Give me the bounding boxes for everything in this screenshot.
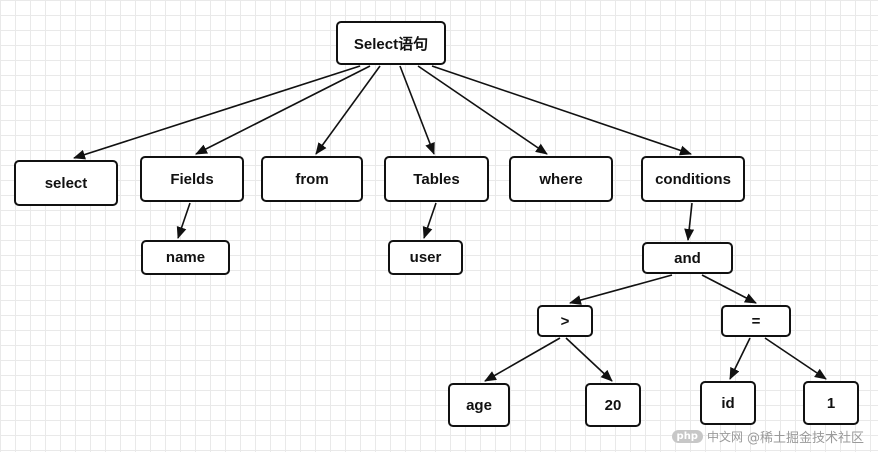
edge-root-fields <box>195 65 371 155</box>
watermark-primary: 中文网 <box>706 430 743 444</box>
edge-root-conditions <box>431 65 692 156</box>
edge-gt-age <box>484 337 561 382</box>
node-20: 20 <box>585 383 641 427</box>
node-root: Select语句 <box>336 21 446 65</box>
edge-and-gt <box>569 274 673 305</box>
node-select: select <box>14 160 118 206</box>
watermark-badge: php <box>671 430 703 443</box>
node-id: id <box>700 381 756 425</box>
node-where: where <box>509 156 613 202</box>
edge-fields-name <box>176 202 191 239</box>
edge-eq-1 <box>764 337 827 380</box>
node-age: age <box>448 383 510 427</box>
node-eq: = <box>721 305 791 337</box>
node-conditions: conditions <box>641 156 745 202</box>
node-tables: Tables <box>384 156 489 202</box>
node-user: user <box>388 240 463 275</box>
edge-gt-20 <box>565 337 613 382</box>
edge-and-eq <box>701 274 757 304</box>
watermark-secondary: @稀土掘金技术社区 <box>746 431 864 446</box>
node-1: 1 <box>803 381 859 425</box>
edge-root-where <box>417 65 548 155</box>
edge-root-from <box>315 65 381 155</box>
node-gt: > <box>537 305 593 337</box>
edge-tables-user <box>422 202 437 239</box>
node-fields: Fields <box>140 156 244 202</box>
watermark: php 中文网 @稀土掘金技术社区 <box>671 427 864 446</box>
edge-eq-id <box>729 337 751 380</box>
edge-root-select <box>73 65 361 160</box>
edge-conditions-and <box>684 202 695 241</box>
node-and: and <box>642 242 733 274</box>
node-name: name <box>141 240 230 275</box>
edge-root-tables <box>399 65 435 155</box>
node-from: from <box>261 156 363 202</box>
